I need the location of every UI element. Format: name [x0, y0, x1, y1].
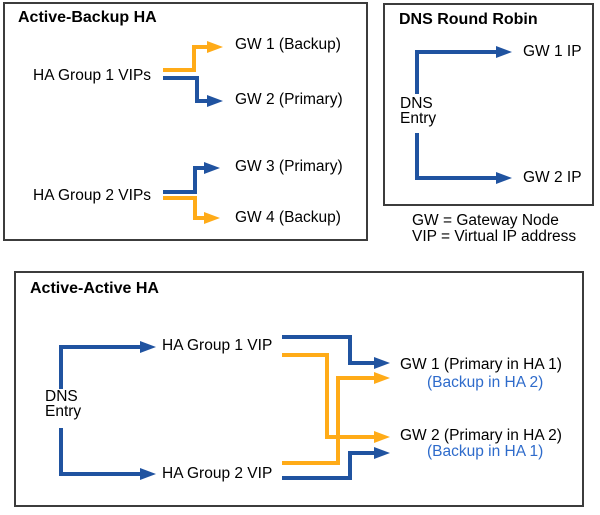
ha-group-1-vip-label: HA Group 1 VIP — [162, 337, 273, 354]
gw1-primary-in-ha1-label: GW 1 (Primary in HA 1) — [400, 356, 562, 373]
gw2-primary-in-ha2-label: GW 2 (Primary in HA 2) — [400, 427, 562, 444]
ha-group-1-vips-label: HA Group 1 VIPs — [33, 67, 152, 84]
dns-entry2-label-line1: DNS — [45, 388, 78, 405]
gw2-primary-label: GW 2 (Primary) — [235, 91, 343, 108]
gw1-ip-label: GW 1 IP — [523, 43, 582, 60]
ha-group-2-vips-label: HA Group 2 VIPs — [33, 187, 152, 204]
gw1-backup-label: GW 1 (Backup) — [235, 36, 341, 53]
gw2-backup-in-ha1-label: (Backup in HA 1) — [427, 443, 544, 460]
active-backup-title: Active-Backup HA — [18, 9, 157, 26]
gw2-ip-label: GW 2 IP — [523, 169, 582, 186]
gw3-primary-label: GW 3 (Primary) — [235, 158, 343, 175]
gw4-backup-label: GW 4 (Backup) — [235, 209, 341, 226]
active-active-title: Active-Active HA — [30, 280, 159, 297]
dns-round-robin-title: DNS Round Robin — [399, 11, 538, 28]
ha-group-2-vip-label: HA Group 2 VIP — [162, 465, 273, 482]
legend-gw-definition: GW = Gateway Node — [412, 212, 559, 229]
gw1-backup-in-ha2-label: (Backup in HA 2) — [427, 374, 544, 391]
dns-entry-label-line2: Entry — [400, 110, 437, 127]
dns-entry2-label-line2: Entry — [45, 403, 82, 420]
dns-entry-label-line1: DNS — [400, 95, 433, 112]
legend-vip-definition: VIP = Virtual IP address — [412, 228, 577, 245]
